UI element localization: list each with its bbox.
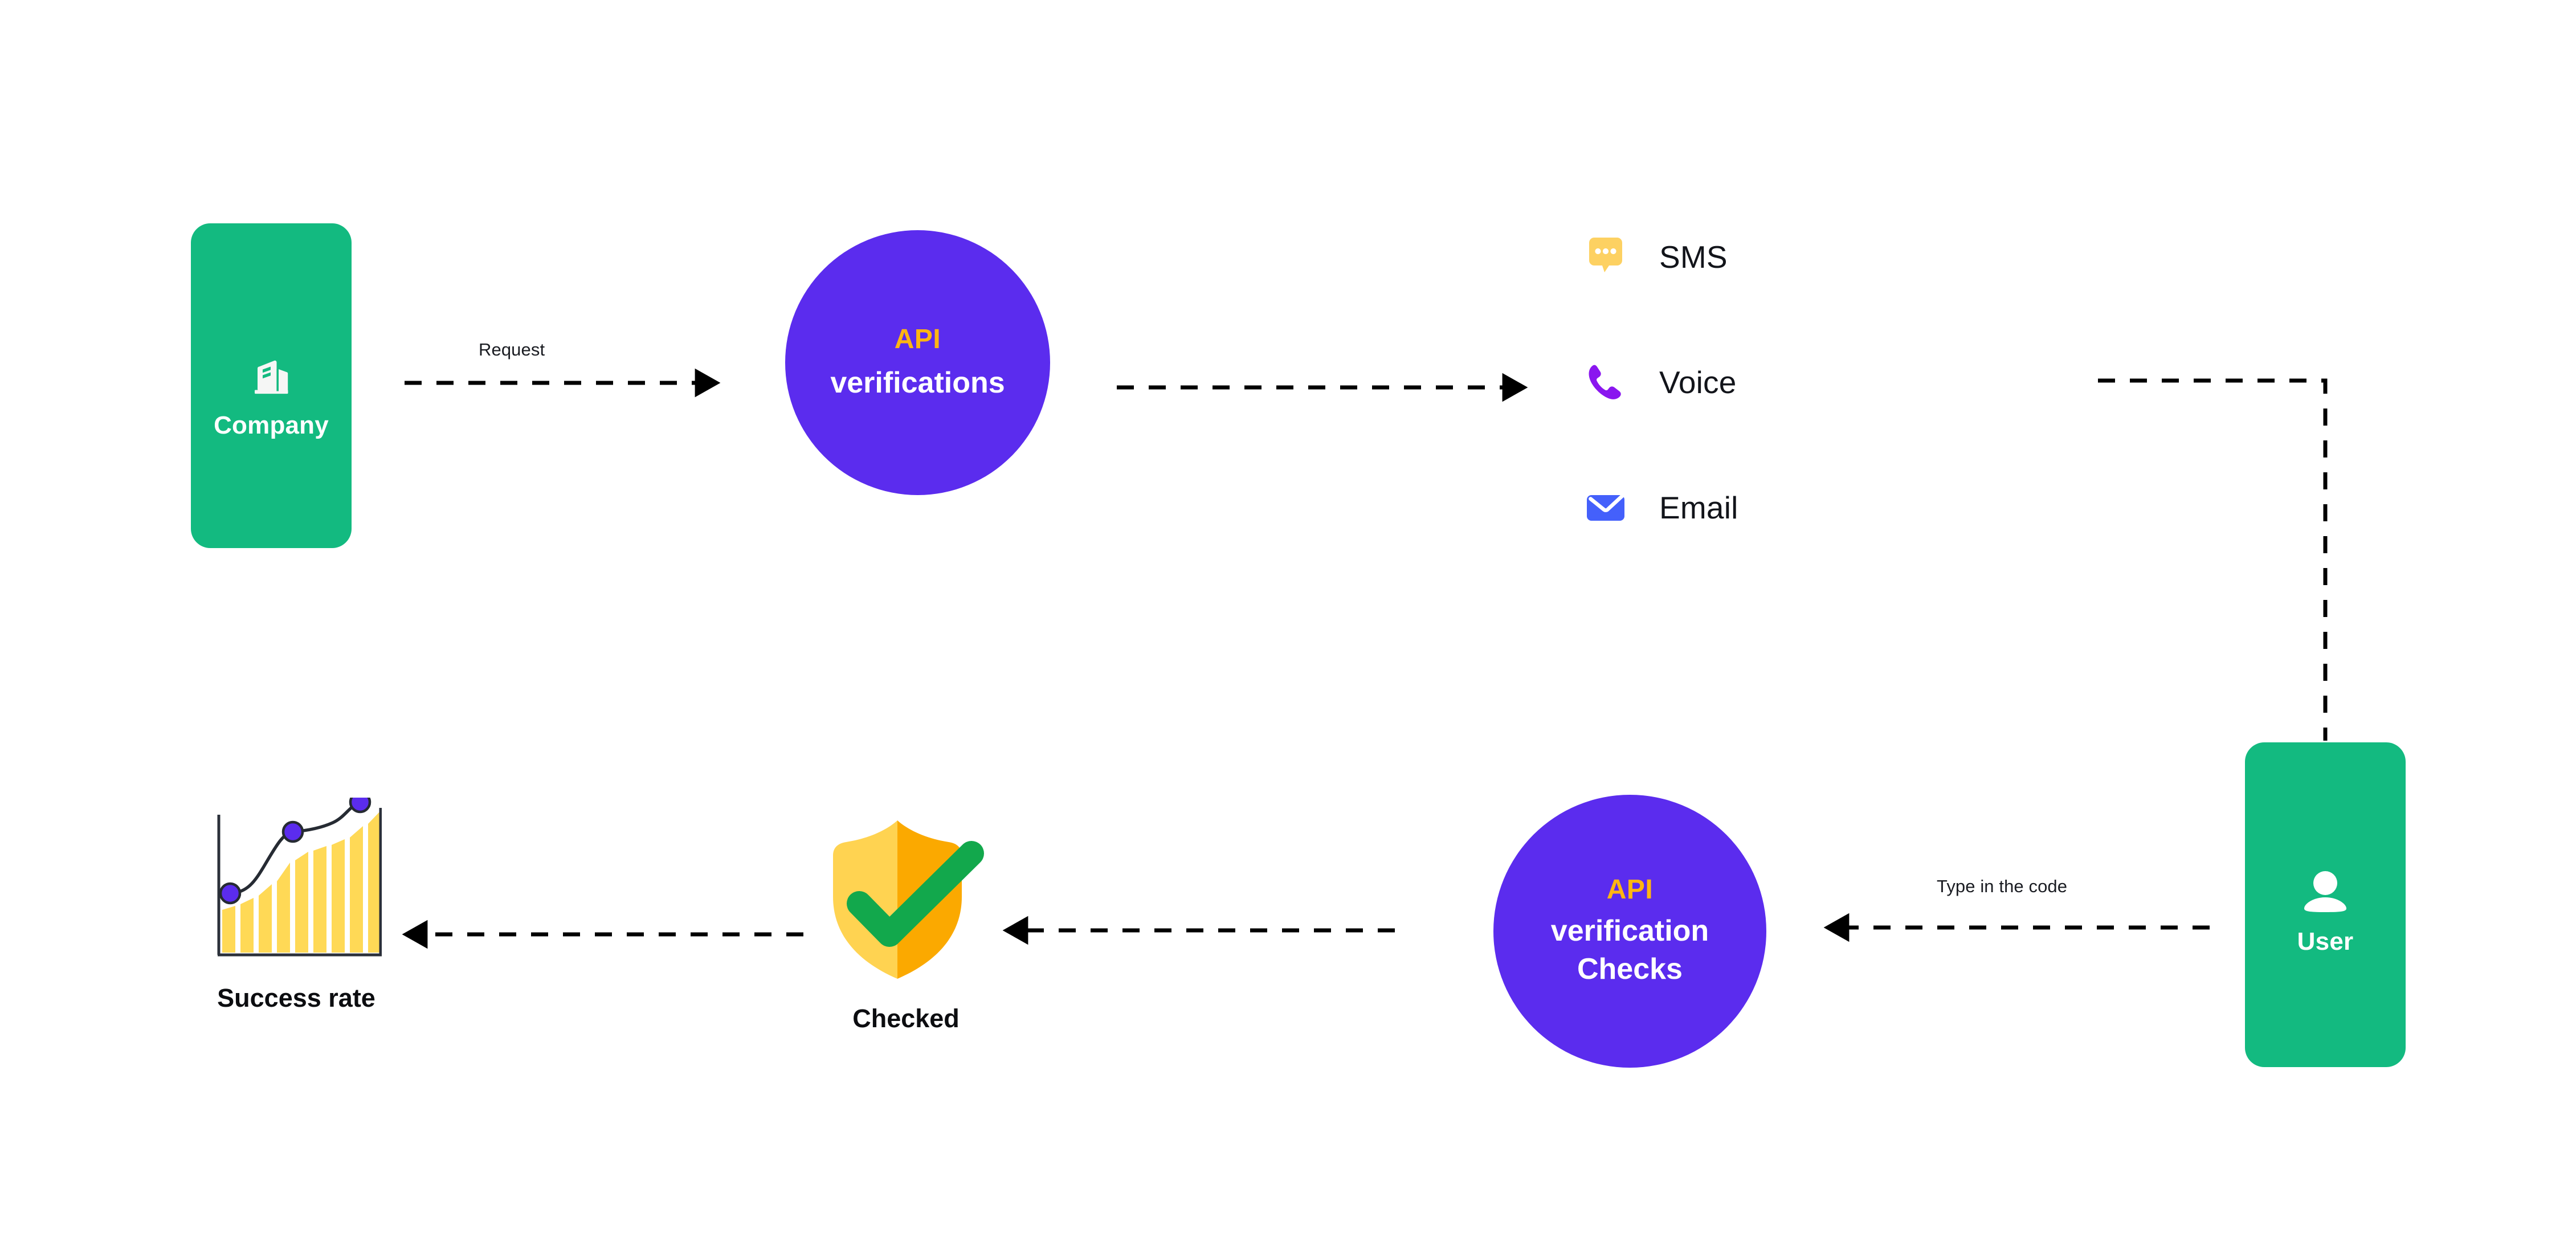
channel-list: SMS Voice Email xyxy=(1579,222,1899,542)
company-card-label: Company xyxy=(214,411,329,439)
user-card[interactable]: User xyxy=(2245,742,2406,1067)
building-icon xyxy=(249,354,293,399)
channel-row-email[interactable]: Email xyxy=(1579,473,1899,542)
api-checks-subtitle-line1: verification xyxy=(1550,914,1709,948)
edge-label-typecode: Type in the code xyxy=(1937,876,2068,896)
channel-row-voice[interactable]: Voice xyxy=(1579,348,1899,417)
channel-label-voice: Voice xyxy=(1659,365,1737,400)
person-icon xyxy=(2301,871,2350,914)
bar-chart-trend-icon xyxy=(211,791,382,969)
success-rate-label: Success rate xyxy=(217,983,375,1012)
envelope-icon xyxy=(1579,481,1632,534)
shield-check-icon xyxy=(818,817,994,988)
chart-marker xyxy=(281,820,304,843)
success-rate-block[interactable]: Success rate xyxy=(199,791,393,1013)
company-card[interactable]: Company xyxy=(191,223,352,548)
edge-deliver xyxy=(2098,378,2328,741)
api-verification-checks-node[interactable]: API verification Checks xyxy=(1493,795,1766,1068)
channel-label-email: Email xyxy=(1659,490,1738,525)
api-checks-api-word: API xyxy=(1606,875,1654,905)
channel-label-sms: SMS xyxy=(1659,239,1728,275)
chart-marker xyxy=(349,791,372,814)
channel-row-sms[interactable]: SMS xyxy=(1579,222,1899,292)
api-checks-subtitle-line2: Checks xyxy=(1577,953,1683,986)
api-verifications-api-word: API xyxy=(894,324,941,354)
api-verifications-subtitle: verifications xyxy=(830,366,1005,399)
phone-handset-icon xyxy=(1579,356,1632,408)
chart-bars xyxy=(222,810,381,953)
chart-marker xyxy=(219,882,242,905)
user-card-label: User xyxy=(2297,928,2354,955)
checked-label: Checked xyxy=(852,1004,960,1033)
checked-block[interactable]: Checked xyxy=(815,817,997,1033)
edge-label-request: Request xyxy=(479,340,545,359)
api-verifications-node[interactable]: API verifications xyxy=(785,230,1050,495)
sms-bubble-icon xyxy=(1579,231,1632,283)
api-checks-subtitle: verification Checks xyxy=(1551,912,1709,988)
